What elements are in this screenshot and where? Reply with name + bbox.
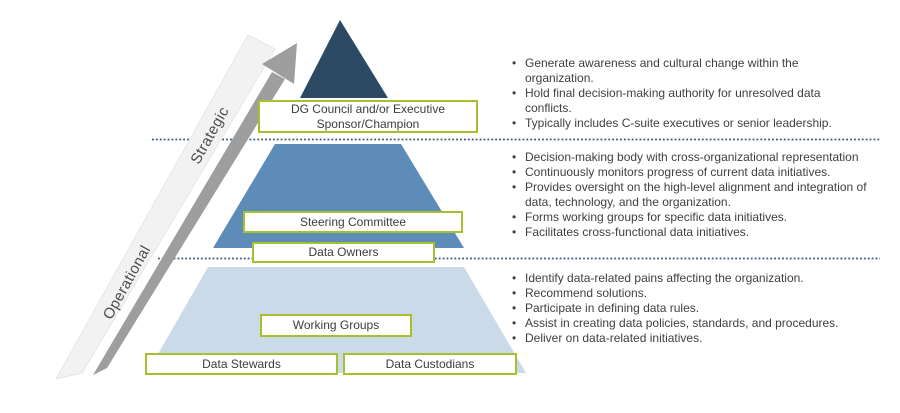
data-owners-box: Data Owners: [252, 242, 435, 263]
bullet-item: Forms working groups for specific data i…: [506, 210, 898, 225]
maturity-arrow-light-band: [55, 34, 276, 380]
bullet-item: Typically includes C-suite executives or…: [506, 116, 898, 131]
maturity-arrow-head-icon: [262, 43, 297, 84]
bullet-item: Facilitates cross-functional data initia…: [506, 225, 898, 240]
bullet-item: Provides oversight on the high-level ali…: [506, 180, 898, 210]
operational-tier-bullet-list: Identify data-related pains affecting th…: [506, 271, 898, 346]
bullet-item: Hold final decision-making authority for…: [506, 86, 898, 116]
bullet-item: Generate awareness and cultural change w…: [506, 56, 898, 86]
bullet-item: Decision-making body with cross-organiza…: [506, 150, 898, 165]
tactical-tier-bullet-list: Decision-making body with cross-organiza…: [506, 150, 898, 240]
bullet-item: Continuously monitors progress of curren…: [506, 165, 898, 180]
strategic-tier-bullet-list: Generate awareness and cultural change w…: [506, 56, 898, 131]
pyramid-tier-top: [300, 20, 388, 98]
steering-committee-box: Steering Committee: [243, 211, 463, 233]
bullet-item: Recommend solutions.: [506, 286, 898, 301]
bullet-item: Participate in defining data rules.: [506, 301, 898, 316]
bullet-item: Deliver on data-related initiatives.: [506, 331, 898, 346]
data-stewards-box: Data Stewards: [145, 353, 338, 375]
bullet-item: Identify data-related pains affecting th…: [506, 271, 898, 286]
data-custodians-box: Data Custodians: [343, 353, 517, 375]
bullet-item: Assist in creating data policies, standa…: [506, 316, 898, 331]
dg-council-box: DG Council and/or Executive Sponsor/Cham…: [258, 100, 478, 133]
working-groups-box: Working Groups: [260, 314, 412, 337]
maturity-arrow-dark-band: [93, 72, 285, 375]
